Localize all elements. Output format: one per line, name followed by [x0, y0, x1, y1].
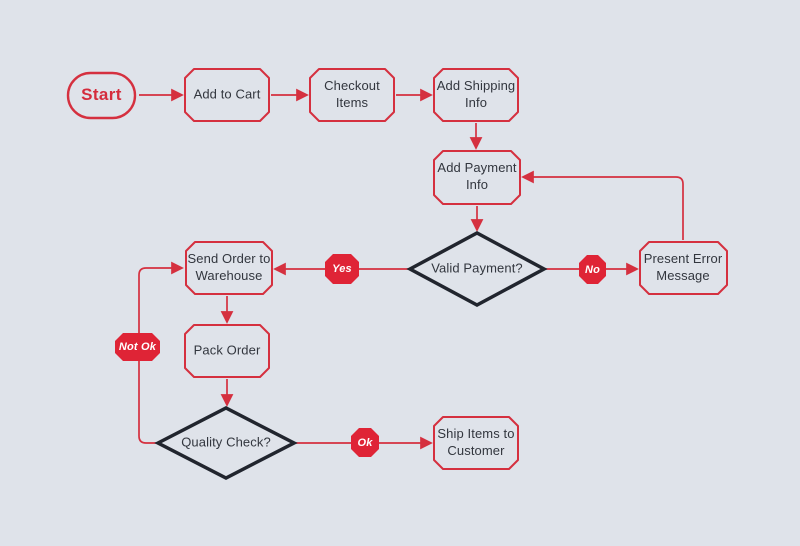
node-valid-payment-label: Valid Payment? — [431, 260, 523, 276]
edge-badge-yes: Yes — [325, 254, 359, 284]
node-send-order-to-warehouse-label: Send Order to Warehouse — [187, 251, 271, 283]
node-add-shipping-info-label: Add Shipping Info — [436, 78, 516, 110]
node-add-payment-info-label: Add Payment Info — [437, 160, 517, 192]
node-pack-order-shape — [184, 324, 270, 378]
edge-badge-ok: Ok — [351, 428, 379, 457]
edge-badge-not-ok: Not Ok — [115, 333, 160, 361]
node-ship-items-to-customer-label: Ship Items to Customer — [437, 426, 515, 458]
node-send-order-to-warehouse-shape — [185, 241, 273, 295]
node-start-label: Start — [81, 85, 122, 104]
node-quality-check-label: Quality Check? — [181, 434, 271, 450]
node-present-error-message-label: Present Error Message — [643, 251, 723, 283]
node-present-error-message-shape — [639, 241, 728, 295]
arrow-error-loop-to-payment — [521, 170, 684, 240]
edge-badge-not-ok-label: Not Ok — [118, 341, 157, 353]
node-valid-payment-shape — [406, 231, 548, 307]
node-add-shipping-info-shape — [433, 68, 519, 122]
edge-badge-no-label: No — [584, 263, 601, 276]
node-checkout-items-shape — [309, 68, 395, 122]
edge-badge-no: No — [579, 255, 606, 284]
node-ship-items-to-customer-shape — [433, 416, 519, 470]
node-add-payment-info-shape — [433, 150, 521, 205]
node-add-to-cart-shape — [184, 68, 270, 122]
edge-badge-yes-label: Yes — [332, 263, 352, 275]
node-add-to-cart-label: Add to Cart — [193, 86, 261, 102]
node-quality-check-shape — [154, 406, 298, 480]
node-checkout-items-label: Checkout Items — [324, 78, 380, 110]
node-pack-order-label: Pack Order — [193, 342, 261, 358]
edge-badge-ok-label: Ok — [357, 436, 373, 449]
node-start-shape — [66, 71, 137, 120]
